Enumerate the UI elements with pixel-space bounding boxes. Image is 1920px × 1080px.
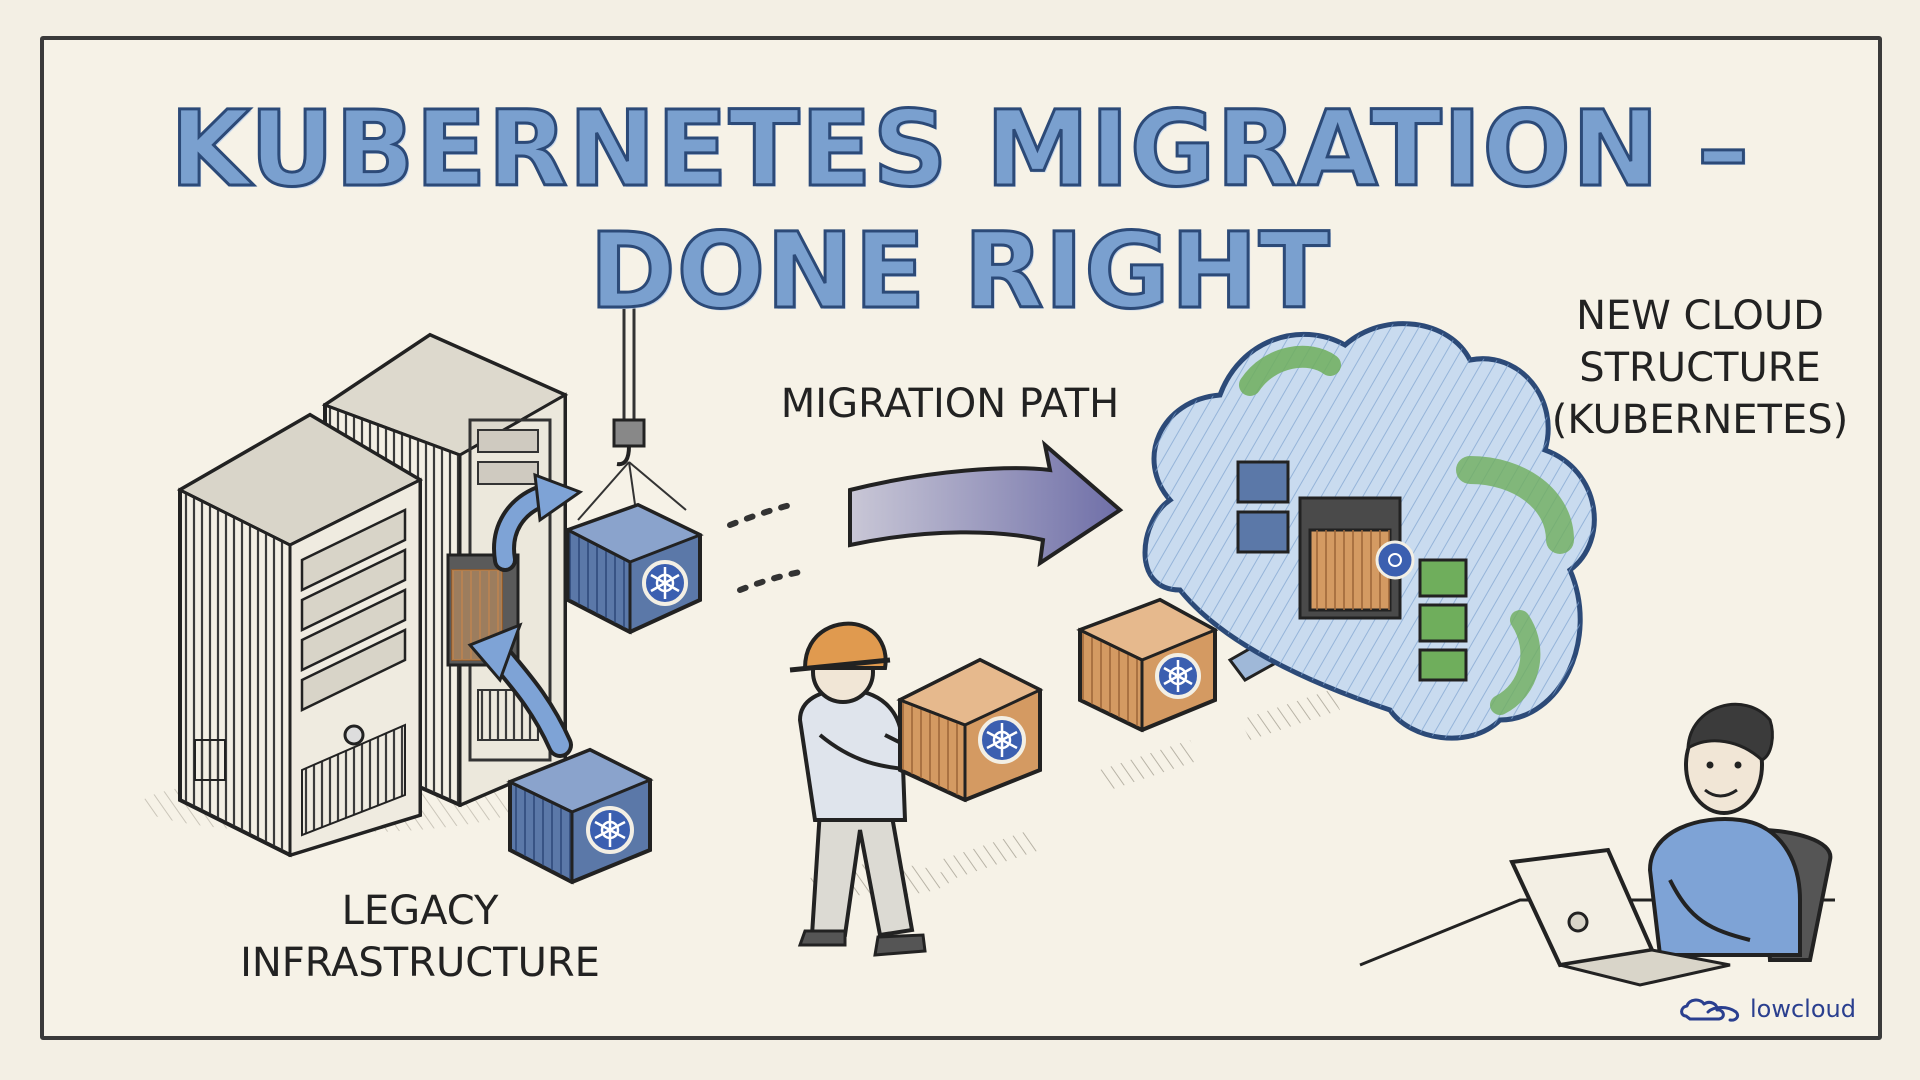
kubernetes-helm-icon xyxy=(642,560,688,606)
legacy-label-line2: INFRASTRUCTURE xyxy=(240,940,600,986)
laptop-icon xyxy=(1509,847,1731,987)
cloud-label-line1: NEW CLOUD xyxy=(1576,293,1824,339)
cloud-label-line2: STRUCTURE xyxy=(1579,345,1821,391)
migration-path-label: MIGRATION PATH xyxy=(780,381,1120,427)
engineer-at-laptop xyxy=(1359,702,1835,987)
docked-container-orange xyxy=(1308,528,1415,612)
logo-text: lowcloud xyxy=(1750,995,1856,1023)
ground-container-blue xyxy=(506,747,654,885)
legacy-label-line1: LEGACY xyxy=(341,888,499,934)
motion-trails xyxy=(940,690,1340,880)
legacy-server-racks xyxy=(140,332,584,858)
lowcloud-logo-icon xyxy=(1680,998,1740,1022)
crane-hanging-container xyxy=(564,300,704,635)
crane-hook-icon xyxy=(577,300,687,541)
kubernetes-helm-icon xyxy=(586,806,634,854)
cloud-structure-label: NEW CLOUD STRUCTURE (KUBERNETES) xyxy=(1540,290,1860,446)
server-rack-front xyxy=(176,412,424,858)
page-title: KUBERNETES MIGRATION – DONE RIGHT xyxy=(168,87,1751,334)
cloud-label-line3: (KUBERNETES) xyxy=(1551,397,1849,443)
kubernetes-helm-icon xyxy=(1155,653,1201,699)
brand-logo: lowcloud xyxy=(1678,992,1856,1026)
carried-container-orange xyxy=(896,657,1044,803)
worker-figure xyxy=(789,621,950,957)
kubernetes-helm-icon xyxy=(978,716,1026,764)
kubernetes-cloud xyxy=(1142,321,1597,741)
legacy-infrastructure-label: LEGACY INFRASTRUCTURE xyxy=(230,885,610,989)
moving-container-orange xyxy=(1076,597,1219,733)
migration-arrow-icon xyxy=(727,439,1124,593)
kubernetes-helm-icon xyxy=(1375,540,1415,580)
